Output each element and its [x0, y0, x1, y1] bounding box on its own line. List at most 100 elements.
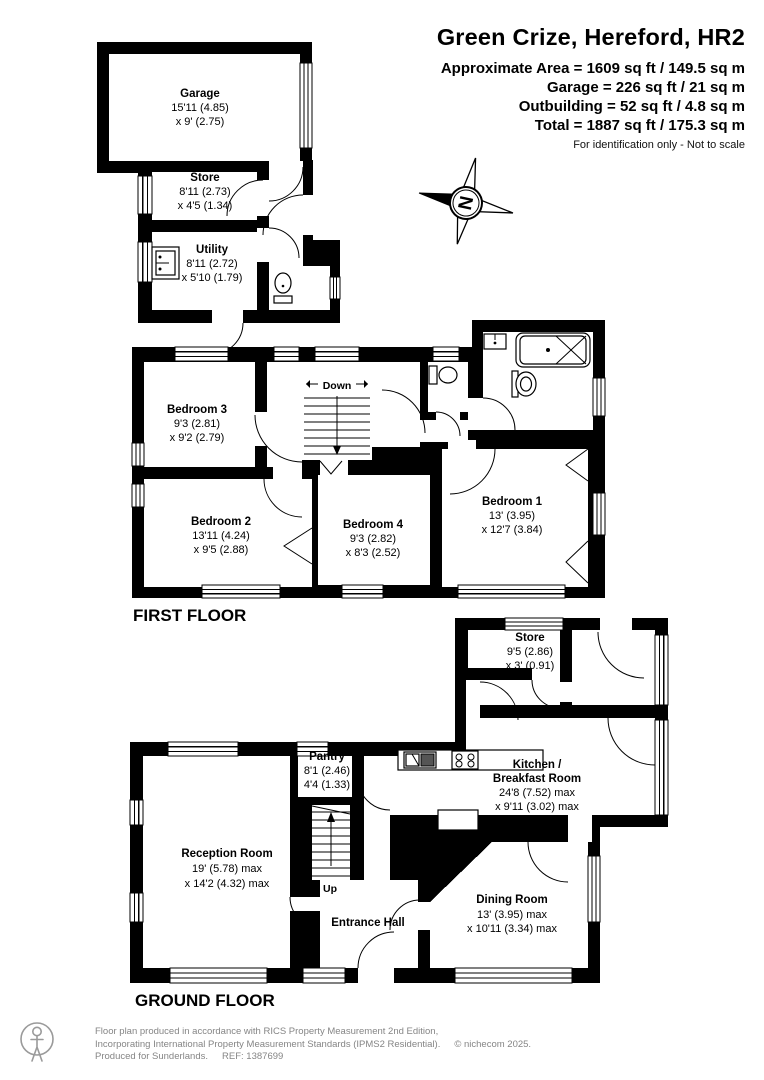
window — [341, 584, 384, 599]
window — [131, 483, 145, 508]
outbuilding-area-line: Outbuilding = 52 sq ft / 4.8 sq m — [518, 98, 745, 115]
svg-text:x 12'7 (3.84): x 12'7 (3.84) — [482, 524, 543, 536]
window — [504, 617, 564, 631]
window — [329, 276, 341, 300]
window — [174, 346, 229, 362]
door-arc — [482, 397, 516, 431]
ground-floor-rooms — [143, 618, 655, 983]
bath-icon — [515, 332, 591, 368]
svg-text:x 10'11 (3.34) max: x 10'11 (3.34) max — [467, 923, 557, 935]
first-floor-windows — [131, 346, 606, 599]
door-arc — [607, 717, 656, 766]
staircase-up: Up — [311, 805, 351, 895]
ground-floor-plan: Up Store 9'5 (2.86) x 3' (0.91) Kitchen … — [129, 617, 669, 1010]
window — [131, 442, 145, 467]
window — [587, 855, 601, 923]
gf-store-label: Store 9'5 (2.86) x 3' (0.91) — [506, 632, 555, 672]
footer: Floor plan produced in accordance with R… — [95, 1026, 531, 1064]
svg-text:13' (3.95): 13' (3.95) — [489, 510, 535, 522]
window — [457, 584, 566, 599]
window — [314, 346, 360, 362]
toilet-icon — [428, 365, 458, 385]
stairs-down-label: Down — [323, 380, 352, 392]
svg-text:Store: Store — [515, 632, 544, 644]
page-title: Green Crize, Hereford, HR2 — [436, 24, 745, 50]
svg-text:x 9'2 (2.79): x 9'2 (2.79) — [170, 432, 225, 444]
svg-text:Bedroom 4: Bedroom 4 — [343, 519, 404, 531]
entrance-hall-label: Entrance Hall — [331, 917, 405, 929]
total-area-line: Total = 1887 sq ft / 175.3 sq m — [534, 117, 745, 134]
door-arc — [531, 679, 561, 709]
window — [592, 377, 606, 417]
bathroom-fixtures — [428, 332, 591, 398]
store-label: Store 8'11 (2.73) x 4'5 (1.34) — [178, 172, 233, 212]
svg-text:x 9'5 (2.88): x 9'5 (2.88) — [194, 544, 249, 556]
outbuilding-plan: Garage 15'11 (4.85) x 9' (2.75) Store 8'… — [97, 42, 341, 355]
svg-text:x 14'2 (4.32) max: x 14'2 (4.32) max — [185, 878, 270, 890]
ground-floor-title: GROUND FLOOR — [135, 991, 275, 1010]
svg-text:Dining Room: Dining Room — [476, 894, 548, 906]
area-summary: Approximate Area = 1609 sq ft / 149.5 sq… — [437, 59, 745, 135]
outbuilding-windows — [137, 62, 341, 300]
svg-text:Reception Room: Reception Room — [181, 848, 272, 860]
ground-floor-windows — [129, 617, 669, 984]
first-floor-plan: Down — [131, 320, 606, 625]
dining-label: Dining Room 13' (3.95) max x 10'11 (3.34… — [467, 894, 557, 935]
ground-floor-doors — [289, 631, 656, 969]
peninsula-counter — [437, 809, 479, 831]
staircase-down: Down — [304, 380, 370, 455]
door-arc — [254, 414, 303, 463]
svg-text:Garage: Garage — [180, 88, 220, 100]
svg-text:8'11 (2.72): 8'11 (2.72) — [186, 258, 237, 270]
svg-text:x 9' (2.75): x 9' (2.75) — [176, 116, 225, 128]
hob-icon — [451, 750, 479, 770]
window — [654, 634, 669, 706]
bedroom4-label: Bedroom 4 9'3 (2.82) x 8'3 (2.52) — [343, 519, 404, 559]
door-arc — [268, 166, 304, 202]
svg-text:x 3' (0.91): x 3' (0.91) — [506, 660, 555, 672]
approx-area-line: Approximate Area = 1609 sq ft / 149.5 sq… — [440, 60, 745, 77]
disclaimer-note: For identification only - Not to scale — [573, 139, 745, 151]
kitchen-sink-icon — [403, 751, 437, 769]
door-arc — [268, 227, 300, 259]
window — [296, 741, 329, 757]
door-arc — [597, 631, 645, 679]
svg-text:9'3 (2.82): 9'3 (2.82) — [350, 533, 396, 545]
svg-text:8'11 (2.73): 8'11 (2.73) — [179, 186, 230, 198]
door-arc — [357, 931, 395, 969]
svg-text:24'8 (7.52) max: 24'8 (7.52) max — [499, 787, 576, 799]
window — [592, 492, 606, 536]
door-arc — [389, 899, 421, 931]
svg-text:9'3 (2.81): 9'3 (2.81) — [174, 418, 220, 430]
footer-line-1: Floor plan produced in accordance with R… — [95, 1026, 439, 1037]
first-floor-title: FIRST FLOOR — [133, 606, 246, 625]
window — [129, 799, 144, 826]
header: Green Crize, Hereford, HR2 Approximate A… — [437, 24, 745, 151]
garage-label: Garage 15'11 (4.85) x 9' (2.75) — [171, 88, 229, 128]
door-arc — [262, 194, 304, 236]
window — [137, 175, 153, 215]
person-icon — [20, 1022, 54, 1062]
pantry-label: Pantry 8'1 (2.46) 4'4 (1.33) — [304, 751, 350, 791]
door-arc — [381, 389, 426, 434]
compass-star: N — [418, 157, 514, 245]
svg-text:13'11 (4.24): 13'11 (4.24) — [192, 530, 250, 542]
window — [654, 719, 669, 816]
door-arc — [226, 179, 264, 217]
window — [201, 584, 281, 599]
first-floor-rooms — [144, 332, 593, 587]
svg-text:Bedroom 2: Bedroom 2 — [191, 516, 251, 528]
svg-text:Store: Store — [190, 172, 219, 184]
reception-label: Reception Room 19' (5.78) max x 14'2 (4.… — [181, 848, 272, 890]
svg-text:Utility: Utility — [196, 244, 229, 256]
svg-text:x 8'3 (2.52): x 8'3 (2.52) — [346, 547, 401, 559]
svg-text:Bedroom 3: Bedroom 3 — [167, 404, 227, 416]
window — [169, 967, 268, 984]
svg-text:15'11 (4.85): 15'11 (4.85) — [171, 102, 229, 114]
window — [167, 741, 239, 757]
window — [454, 967, 573, 984]
wardrobe-icons — [283, 448, 589, 584]
door-arc — [435, 411, 461, 437]
kitchen-counter — [397, 749, 544, 831]
